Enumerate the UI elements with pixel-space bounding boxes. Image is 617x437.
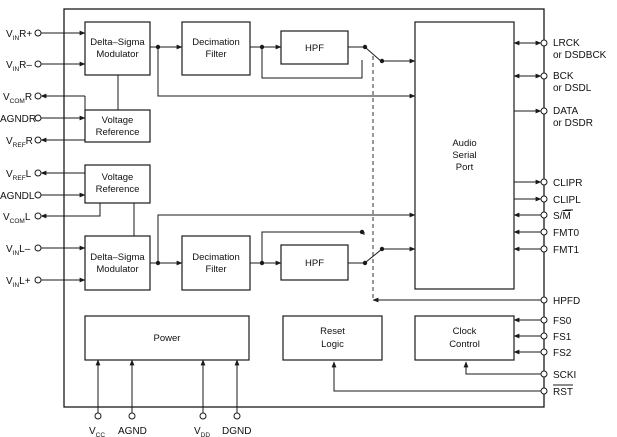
hpf-r-label: HPF [305,43,324,54]
pin-label-scki: SCKI [553,370,576,381]
pin-label-fs0: FS0 [553,316,572,327]
pin-circles [34,29,548,420]
vref-r-label-1: Voltage [102,115,134,126]
hpf-l-label: HPF [305,258,324,269]
clock-label-2: Control [449,339,480,350]
dsm-r-block: Delta–Sigma Modulator [84,21,151,76]
pin-label-fmt0: FMT0 [553,228,580,239]
clock-label-1: Clock [453,326,477,337]
pin-label-data-alt: or DSDR [553,118,593,129]
pin-label-vref-r: VREFR [6,136,33,149]
hpf-r-block: HPF [280,30,349,65]
pin-label-clipl: CLIPL [553,195,581,206]
reset-logic-block: Reset Logic [282,315,383,361]
dsm-r-label-1: Delta–Sigma [90,37,145,48]
pin-label-s-m: S/M [553,211,571,222]
pin-label-bck-alt: or DSDL [553,83,592,94]
clock-control-block: Clock Control [414,315,515,361]
signal-wires [40,30,542,413]
pin-label-clipr: CLIPR [553,178,582,189]
pin-label-vcom-r: VCOMR [3,92,32,105]
dsm-r-label-2: Modulator [96,49,138,60]
pin-label-vcom-l: VCOML [3,212,31,225]
vref-r-block: Voltage Reference [84,109,151,143]
dsm-l-block: Delta–Sigma Modulator [84,235,151,291]
power-label: Power [154,333,181,344]
dec-l-label-1: Decimation [192,252,240,263]
pin-label-rst: RST [553,387,573,398]
asp-label-2: Serial [452,150,476,161]
reset-label-1: Reset [320,326,345,337]
pin-label-vin-l-plus: VINL+ [6,276,31,289]
vref-l-block: Voltage Reference [84,164,151,204]
vref-l-label-1: Voltage [102,172,134,183]
vref-l-label-2: Reference [96,184,140,195]
pin-label-agndr: AGNDR [0,114,36,125]
pin-label-dgnd: DGND [222,426,251,437]
pin-label-bck: BCK [553,71,574,82]
pin-label-lrck-alt: or DSDBCK [553,50,607,61]
decimation-l-block: Decimation Filter [181,235,251,291]
audio-serial-port-block: Audio Serial Port [414,21,515,290]
pin-label-vin-l-minus: VINL– [6,244,31,257]
pin-label-lrck: LRCK [553,38,580,49]
asp-label-3: Port [456,162,474,173]
pin-label-vin-r-minus: VINR– [6,60,32,73]
hpf-l-block: HPF [280,244,349,281]
pin-label-agnd: AGND [118,426,147,437]
pin-label-vcc: VCC [89,426,105,437]
asp-label-1: Audio [452,138,476,149]
dec-l-label-2: Filter [205,264,226,275]
pin-label-fmt1: FMT1 [553,245,580,256]
pin-label-hpfd: HPFD [553,296,580,307]
dec-r-label-1: Decimation [192,37,240,48]
pin-label-vref-l: VREFL [6,169,32,182]
dec-r-label-2: Filter [205,49,226,60]
pin-label-data: DATA [553,106,579,117]
pin-label-fs1: FS1 [553,332,572,343]
dsm-l-label-1: Delta–Sigma [90,252,145,263]
dsm-l-label-2: Modulator [96,264,138,275]
vref-r-label-2: Reference [96,127,140,138]
pin-label-vdd: VDD [194,426,210,437]
chip-outline [63,8,545,408]
decimation-r-block: Decimation Filter [181,21,251,76]
pin-label-fs2: FS2 [553,348,572,359]
reset-label-2: Logic [321,339,344,350]
pin-label-vin-r-plus: VINR+ [6,29,32,42]
pin-label-agndl: AGNDL [0,191,35,202]
power-block: Power [84,315,250,361]
